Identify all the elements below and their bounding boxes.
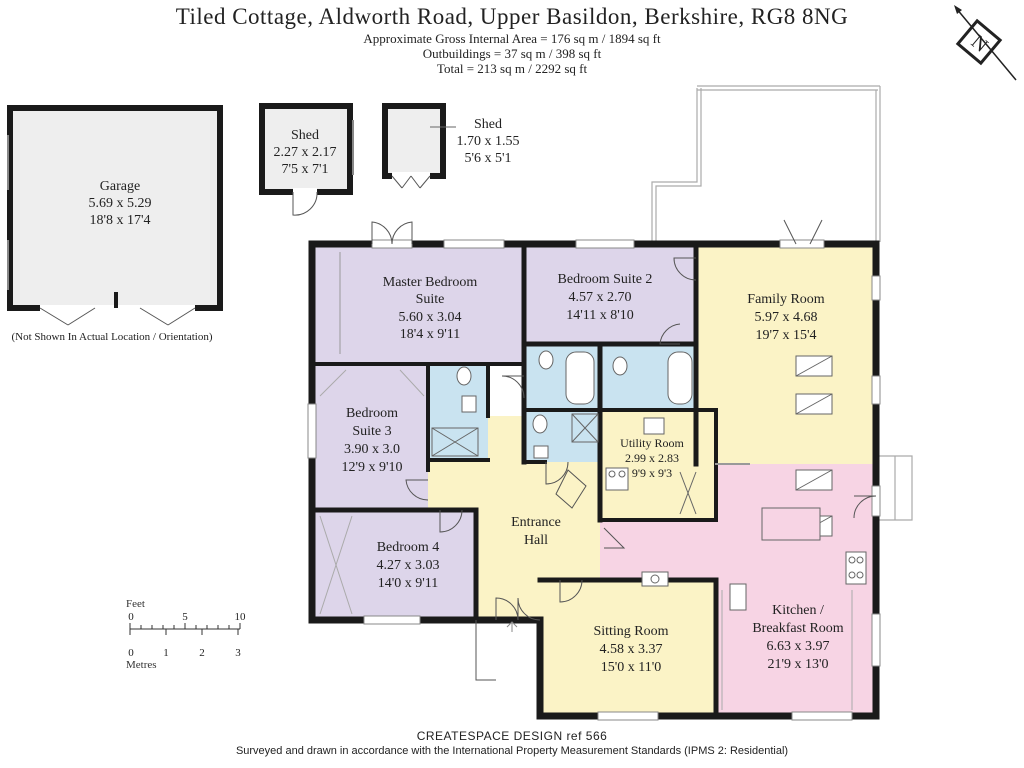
scale-feet-label: Feet	[126, 598, 145, 610]
walls	[308, 240, 880, 720]
garage-imperial: 18'8 x 17'4	[89, 213, 150, 228]
bedroom-4-name: Bedroom 4	[377, 540, 440, 555]
bedroom-4-fill	[312, 510, 476, 620]
shed1-imperial: 7'5 x 7'1	[281, 162, 328, 177]
bedroom-4-imperial: 14'0 x 9'11	[378, 576, 439, 591]
kitchen-metric: 6.63 x 3.97	[767, 639, 830, 654]
scale-metre-tick-2: 2	[199, 647, 205, 659]
plan-title: Tiled Cottage, Aldworth Road, Upper Basi…	[175, 4, 849, 29]
sitting-room-metric: 4.58 x 3.37	[600, 642, 663, 657]
sitting-room-imperial: 15'0 x 11'0	[601, 660, 662, 675]
garage: Garage 5.69 x 5.29 18'8 x 17'4	[7, 105, 223, 326]
footer-note: Surveyed and drawn in accordance with th…	[235, 745, 789, 757]
utility-room-name: Utility Room	[620, 436, 684, 450]
bedroom-3-name: Bedroom	[346, 406, 398, 421]
master-bedroom-name-2: Suite	[416, 292, 445, 307]
entrance-hall-name-2: Hall	[524, 533, 548, 548]
door-swings	[371, 219, 877, 681]
fixtures	[319, 252, 867, 710]
bedroom-2-metric: 4.57 x 2.70	[569, 290, 632, 305]
north-arrow-icon: N	[954, 5, 1017, 81]
outbuildings-area-text: Outbuildings = 37 sq m / 398 sq ft	[422, 46, 602, 61]
garage-metric: 5.69 x 5.29	[89, 196, 152, 211]
shed1-metric: 2.27 x 2.17	[274, 145, 337, 160]
gross-area-text: Approximate Gross Internal Area = 176 sq…	[363, 31, 661, 46]
kitchen-name: Kitchen /	[772, 603, 824, 618]
entrance-hall-fill	[428, 416, 600, 620]
bedroom-2-fill	[524, 244, 696, 344]
scale-feet-tick-0: 0	[128, 611, 134, 623]
master-bedroom-metric: 5.60 x 3.04	[399, 310, 462, 325]
scale-feet-tick-5: 5	[182, 611, 188, 623]
bedroom-3-imperial: 12'9 x 9'10	[341, 460, 402, 475]
bedroom-3-fill	[312, 364, 428, 510]
shed-2: Shed 1.70 x 1.55 5'6 x 5'1	[382, 103, 520, 189]
shed2-imperial: 5'6 x 5'1	[464, 151, 511, 166]
footer-brand: CREATESPACE DESIGN ref 566	[416, 729, 608, 743]
family-room-fill	[696, 244, 876, 464]
kitchen-name-2: Breakfast Room	[752, 621, 843, 636]
shed2-name: Shed	[474, 117, 502, 132]
bedroom-2-name: Bedroom Suite 2	[558, 272, 653, 287]
shed1-name: Shed	[291, 128, 319, 143]
utility-room-metric: 2.99 x 2.83	[625, 451, 679, 465]
garage-name: Garage	[100, 179, 140, 194]
scale-bar: Feet 0 5 10 0 1 2 3 Metres	[126, 598, 246, 671]
kitchen-imperial: 21'9 x 13'0	[767, 657, 828, 672]
outbuilding-note: (Not Shown In Actual Location / Orientat…	[11, 331, 212, 343]
bedroom-3-metric: 3.90 x 3.0	[344, 442, 400, 457]
scale-metre-tick-0: 0	[128, 647, 134, 659]
utility-room-imperial: 9'9 x 9'3	[632, 466, 672, 480]
shed-1: Shed 2.27 x 2.17 7'5 x 7'1	[259, 103, 354, 216]
bathrooms-fill	[524, 344, 696, 410]
terrace-outline	[651, 85, 913, 521]
sitting-room-name: Sitting Room	[593, 624, 668, 639]
sitting-room-fill	[540, 580, 716, 716]
scale-feet-tick-10: 10	[235, 611, 247, 623]
master-bedroom-fill	[312, 244, 524, 364]
room-labels: Master Bedroom Suite 5.60 x 3.04 18'4 x …	[341, 272, 843, 675]
scale-metre-tick-3: 3	[235, 647, 241, 659]
windows	[307, 239, 881, 721]
family-room-metric: 5.97 x 4.68	[755, 310, 818, 325]
total-area-text: Total = 213 sq m / 2292 sq ft	[436, 61, 588, 76]
master-bedroom-name: Master Bedroom	[383, 275, 478, 290]
family-room-name: Family Room	[747, 292, 825, 307]
family-room-imperial: 19'7 x 15'4	[755, 328, 816, 343]
master-bedroom-imperial: 18'4 x 9'11	[400, 327, 461, 342]
shed2-metric: 1.70 x 1.55	[457, 134, 520, 149]
scale-metres-label: Metres	[126, 659, 157, 671]
bedroom-2-imperial: 14'11 x 8'10	[566, 308, 634, 323]
bedroom-4-metric: 4.27 x 3.03	[377, 558, 440, 573]
room-fills	[312, 244, 876, 716]
bedroom-3-name-2: Suite 3	[352, 424, 391, 439]
scale-metre-tick-1: 1	[163, 647, 169, 659]
entrance-hall-name: Entrance	[511, 515, 561, 530]
